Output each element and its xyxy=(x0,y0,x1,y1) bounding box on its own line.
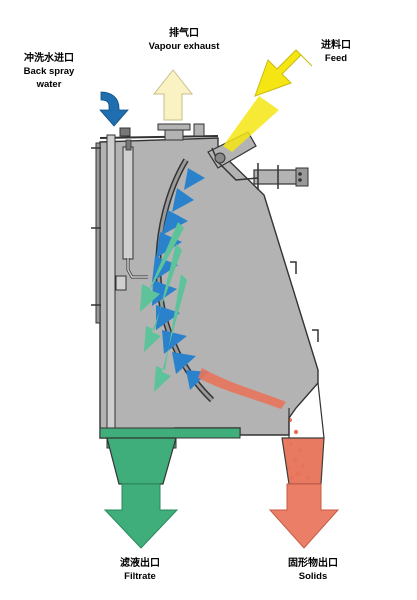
side-bolts xyxy=(290,261,319,342)
solids-outlet xyxy=(281,437,325,485)
vapour-arrow xyxy=(152,69,194,121)
back-spray-arrow xyxy=(99,91,129,127)
solids-label-en: Solids xyxy=(298,571,328,582)
filtrate-label-en: Filtrate xyxy=(124,571,156,582)
filtrate-arrow xyxy=(103,483,179,549)
back-spray-label-en-1: Back spray xyxy=(23,66,75,77)
back-spray-label-en-2: water xyxy=(36,79,62,90)
vapour-exhaust-label: 排气口 Vapour exhaust xyxy=(134,27,234,53)
solids-label: 固形物出口 Solids xyxy=(268,557,358,583)
solids-label-cn: 固形物出口 xyxy=(288,558,338,569)
feed-label-cn: 进料口 xyxy=(321,40,351,51)
vapour-exhaust-label-en: Vapour exhaust xyxy=(148,41,220,52)
back-spray-label: 冲洗水进口 Back spray water xyxy=(14,52,84,91)
feed-cone xyxy=(223,96,279,152)
feed-arrow xyxy=(254,49,313,97)
product-layer xyxy=(198,368,286,409)
feed-label: 进料口 Feed xyxy=(306,39,366,65)
feed-label-en: Feed xyxy=(324,53,348,64)
filtrate-label-cn: 滤液出口 xyxy=(120,558,160,569)
vapour-exhaust-label-cn: 排气口 xyxy=(169,28,199,39)
filtrate-label: 滤液出口 Filtrate xyxy=(100,557,180,583)
filtrate-outlet xyxy=(106,437,177,485)
back-spray-label-cn: 冲洗水进口 xyxy=(24,53,74,64)
filtrate-flow-arrows xyxy=(140,222,187,392)
vapour-nozzle xyxy=(157,123,205,141)
solids-arrow xyxy=(268,483,340,549)
